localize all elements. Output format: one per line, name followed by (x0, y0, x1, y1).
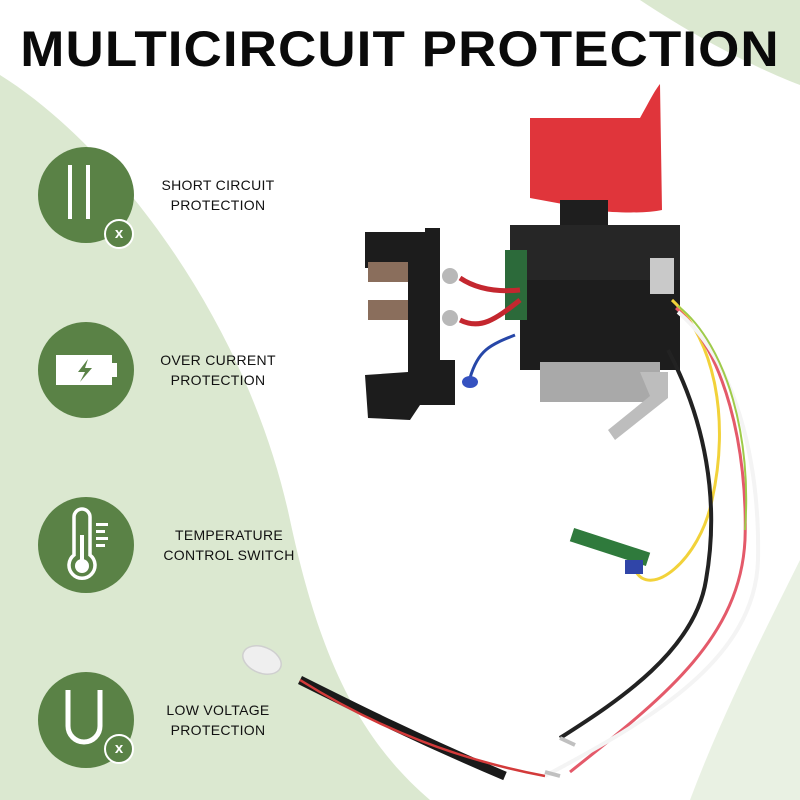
feature-label-line2: PROTECTION (170, 372, 266, 388)
feature-label-line2: PROTECTION (170, 197, 266, 213)
red-trigger (530, 84, 662, 213)
feature-label: LOW VOLTAGE PROTECTION (138, 700, 298, 740)
feature-label-line1: OVER CURRENT (160, 352, 276, 368)
feature-label: OVER CURRENT PROTECTION (138, 350, 298, 390)
feature-label-line2: PROTECTION (170, 722, 266, 738)
feature-label-line1: LOW VOLTAGE (166, 702, 270, 718)
feature-low-voltage: x LOW VOLTAGE PROTECTION (38, 672, 338, 772)
feature-circle (38, 322, 134, 418)
heat-shrink-tube (297, 675, 507, 781)
feature-label-line1: TEMPERATURE (174, 527, 284, 543)
thermometer-icon (67, 507, 108, 580)
feature-label-line1: SHORT CIRCUIT (161, 177, 275, 193)
feature-label: SHORT CIRCUIT PROTECTION (138, 175, 298, 215)
screw-icon (442, 310, 458, 326)
switch-contact (650, 258, 674, 294)
pcb-board (505, 250, 527, 320)
switch-body (520, 280, 680, 370)
battery-charge-icon (56, 355, 117, 385)
capacitor (462, 376, 478, 388)
page-title: MULTICIRCUIT PROTECTION (20, 21, 780, 77)
sensor-chip (625, 560, 643, 574)
screw-icon (442, 268, 458, 284)
feature-label-line2: CONTROL SWITCH (163, 547, 295, 563)
feature-over-current: OVER CURRENT PROTECTION (38, 322, 338, 422)
feature-short-circuit: x SHORT CIRCUIT PROTECTION (38, 147, 338, 249)
metal-lever (608, 372, 668, 440)
sensor-pcb (569, 527, 651, 567)
feature-label: TEMPERATURE CONTROL SWITCH (144, 525, 314, 565)
voltage-u-icon (65, 690, 103, 745)
mounting-bracket (365, 228, 455, 420)
x-badge-icon: x (104, 219, 134, 249)
feature-circle (38, 497, 134, 593)
switch-base-plate (540, 362, 660, 402)
led-bulb (242, 645, 282, 675)
x-badge-icon: x (104, 734, 134, 764)
short-circuit-icon (68, 165, 90, 219)
feature-temperature: TEMPERATURE CONTROL SWITCH (38, 497, 338, 597)
